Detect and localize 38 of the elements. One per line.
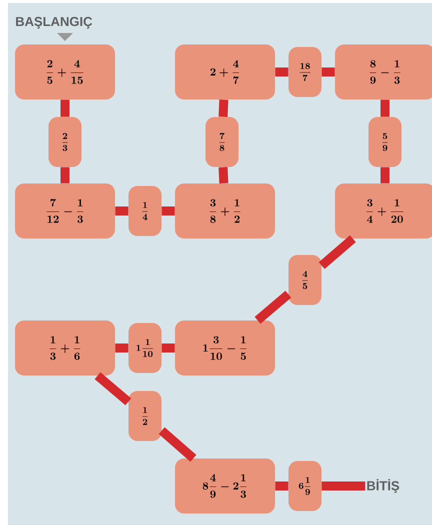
connector-bar bbox=[322, 482, 366, 490]
connector-bar bbox=[115, 344, 128, 352]
end-label: BİTİŞ bbox=[367, 479, 400, 493]
connector-bar bbox=[322, 68, 335, 76]
expression-box: $1\frac{3}{10}-\frac{1}{5}$ bbox=[175, 320, 275, 376]
connector-bar bbox=[254, 290, 292, 324]
answer-box: $\frac{5}{9}$ bbox=[368, 117, 402, 167]
expression-box: $\frac{8}{9}-\frac{1}{3}$ bbox=[335, 44, 432, 100]
connector-bar bbox=[60, 100, 70, 117]
start-label: BAŞLANGIÇ bbox=[16, 16, 92, 29]
connector-bar bbox=[380, 100, 390, 117]
connector-bar bbox=[218, 100, 228, 117]
connector-bar bbox=[380, 167, 390, 184]
connector-bar bbox=[158, 427, 196, 462]
expression-box: $\frac{1}{3}+\frac{1}{6}$ bbox=[15, 320, 115, 376]
answer-box: $\frac{7}{8}$ bbox=[206, 117, 238, 167]
connector-bar bbox=[162, 206, 175, 216]
connector-bar bbox=[275, 68, 288, 76]
answer-box: $\frac{18}{7}$ bbox=[288, 47, 322, 97]
connector-bar bbox=[218, 167, 228, 184]
connector-bar bbox=[60, 167, 70, 184]
connector-bar bbox=[115, 206, 128, 216]
connector-bar bbox=[318, 235, 356, 269]
expression-box: $8\frac{4}{9}-2\frac{1}{3}$ bbox=[175, 458, 275, 514]
expression-box: $\frac{7}{12}-\frac{1}{3}$ bbox=[15, 184, 115, 238]
connector-bar bbox=[162, 344, 175, 352]
answer-box: $\frac{4}{5}$ bbox=[288, 255, 322, 305]
answer-box: $\frac{1}{2}$ bbox=[128, 391, 162, 441]
expression-box: $\frac{3}{4}+\frac{1}{20}$ bbox=[335, 184, 432, 238]
answer-box: $1\frac{1}{10}$ bbox=[128, 323, 162, 373]
connector-bar bbox=[275, 482, 288, 490]
answer-box: $\frac{1}{4}$ bbox=[128, 186, 162, 236]
answer-box: $6\frac{1}{9}$ bbox=[288, 461, 322, 511]
answer-box: $\frac{2}{3}$ bbox=[48, 117, 82, 167]
expression-box: $\frac{3}{8}+\frac{1}{2}$ bbox=[175, 184, 275, 238]
connector-bar bbox=[94, 372, 132, 406]
expression-box: $\frac{2}{5}+\frac{4}{15}$ bbox=[15, 44, 115, 100]
expression-box: $2+\frac{4}{7}$ bbox=[175, 44, 275, 100]
